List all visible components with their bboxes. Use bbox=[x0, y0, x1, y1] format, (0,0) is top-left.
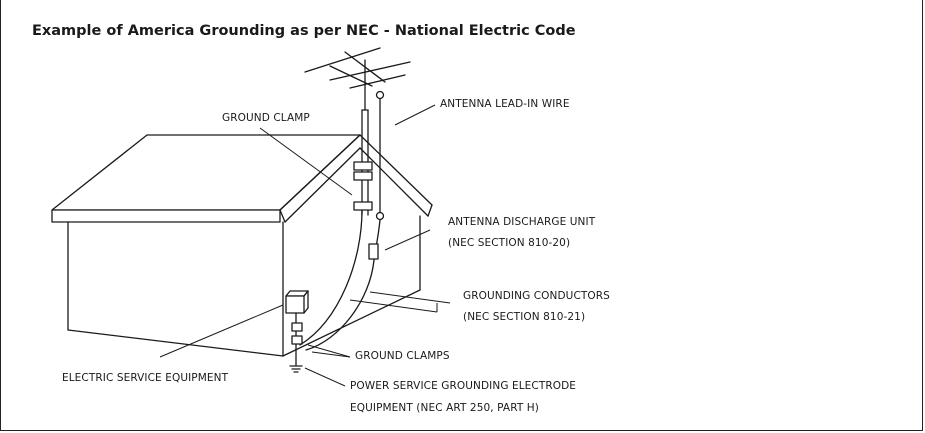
electric-service-equipment bbox=[285, 290, 309, 314]
ground-electrode bbox=[289, 312, 303, 373]
label-electric-service-equipment: ELECTRIC SERVICE EQUIPMENT bbox=[62, 372, 229, 384]
mast-clamps bbox=[353, 161, 373, 211]
grounding-conductors bbox=[299, 209, 375, 351]
diagram-title: Example of America Grounding as per NEC … bbox=[32, 23, 576, 39]
house-walls bbox=[67, 215, 421, 357]
antenna-discharge-unit bbox=[368, 243, 379, 260]
house-roof bbox=[51, 134, 433, 223]
label-antenna-discharge-unit: ANTENNA DISCHARGE UNIT bbox=[448, 216, 596, 228]
label-ground-clamp: GROUND CLAMP bbox=[222, 112, 310, 124]
label-grounding-conductors-section: (NEC SECTION 810-21) bbox=[463, 311, 586, 323]
label-antenna-lead-in-wire: ANTENNA LEAD-IN WIRE bbox=[440, 98, 570, 110]
leader-lines bbox=[159, 104, 451, 387]
label-power-service-equipment: EQUIPMENT (NEC ART 250, PART H) bbox=[350, 402, 539, 414]
antenna-lead-in-wire bbox=[373, 90, 385, 261]
antenna-elements bbox=[304, 47, 411, 89]
label-antenna-discharge-unit-section: (NEC SECTION 810-20) bbox=[448, 237, 571, 249]
label-power-service-grounding-electrode: POWER SERVICE GROUNDING ELECTRODE bbox=[350, 380, 577, 392]
label-ground-clamps: GROUND CLAMPS bbox=[355, 350, 450, 362]
label-grounding-conductors: GROUNDING CONDUCTORS bbox=[463, 290, 610, 302]
